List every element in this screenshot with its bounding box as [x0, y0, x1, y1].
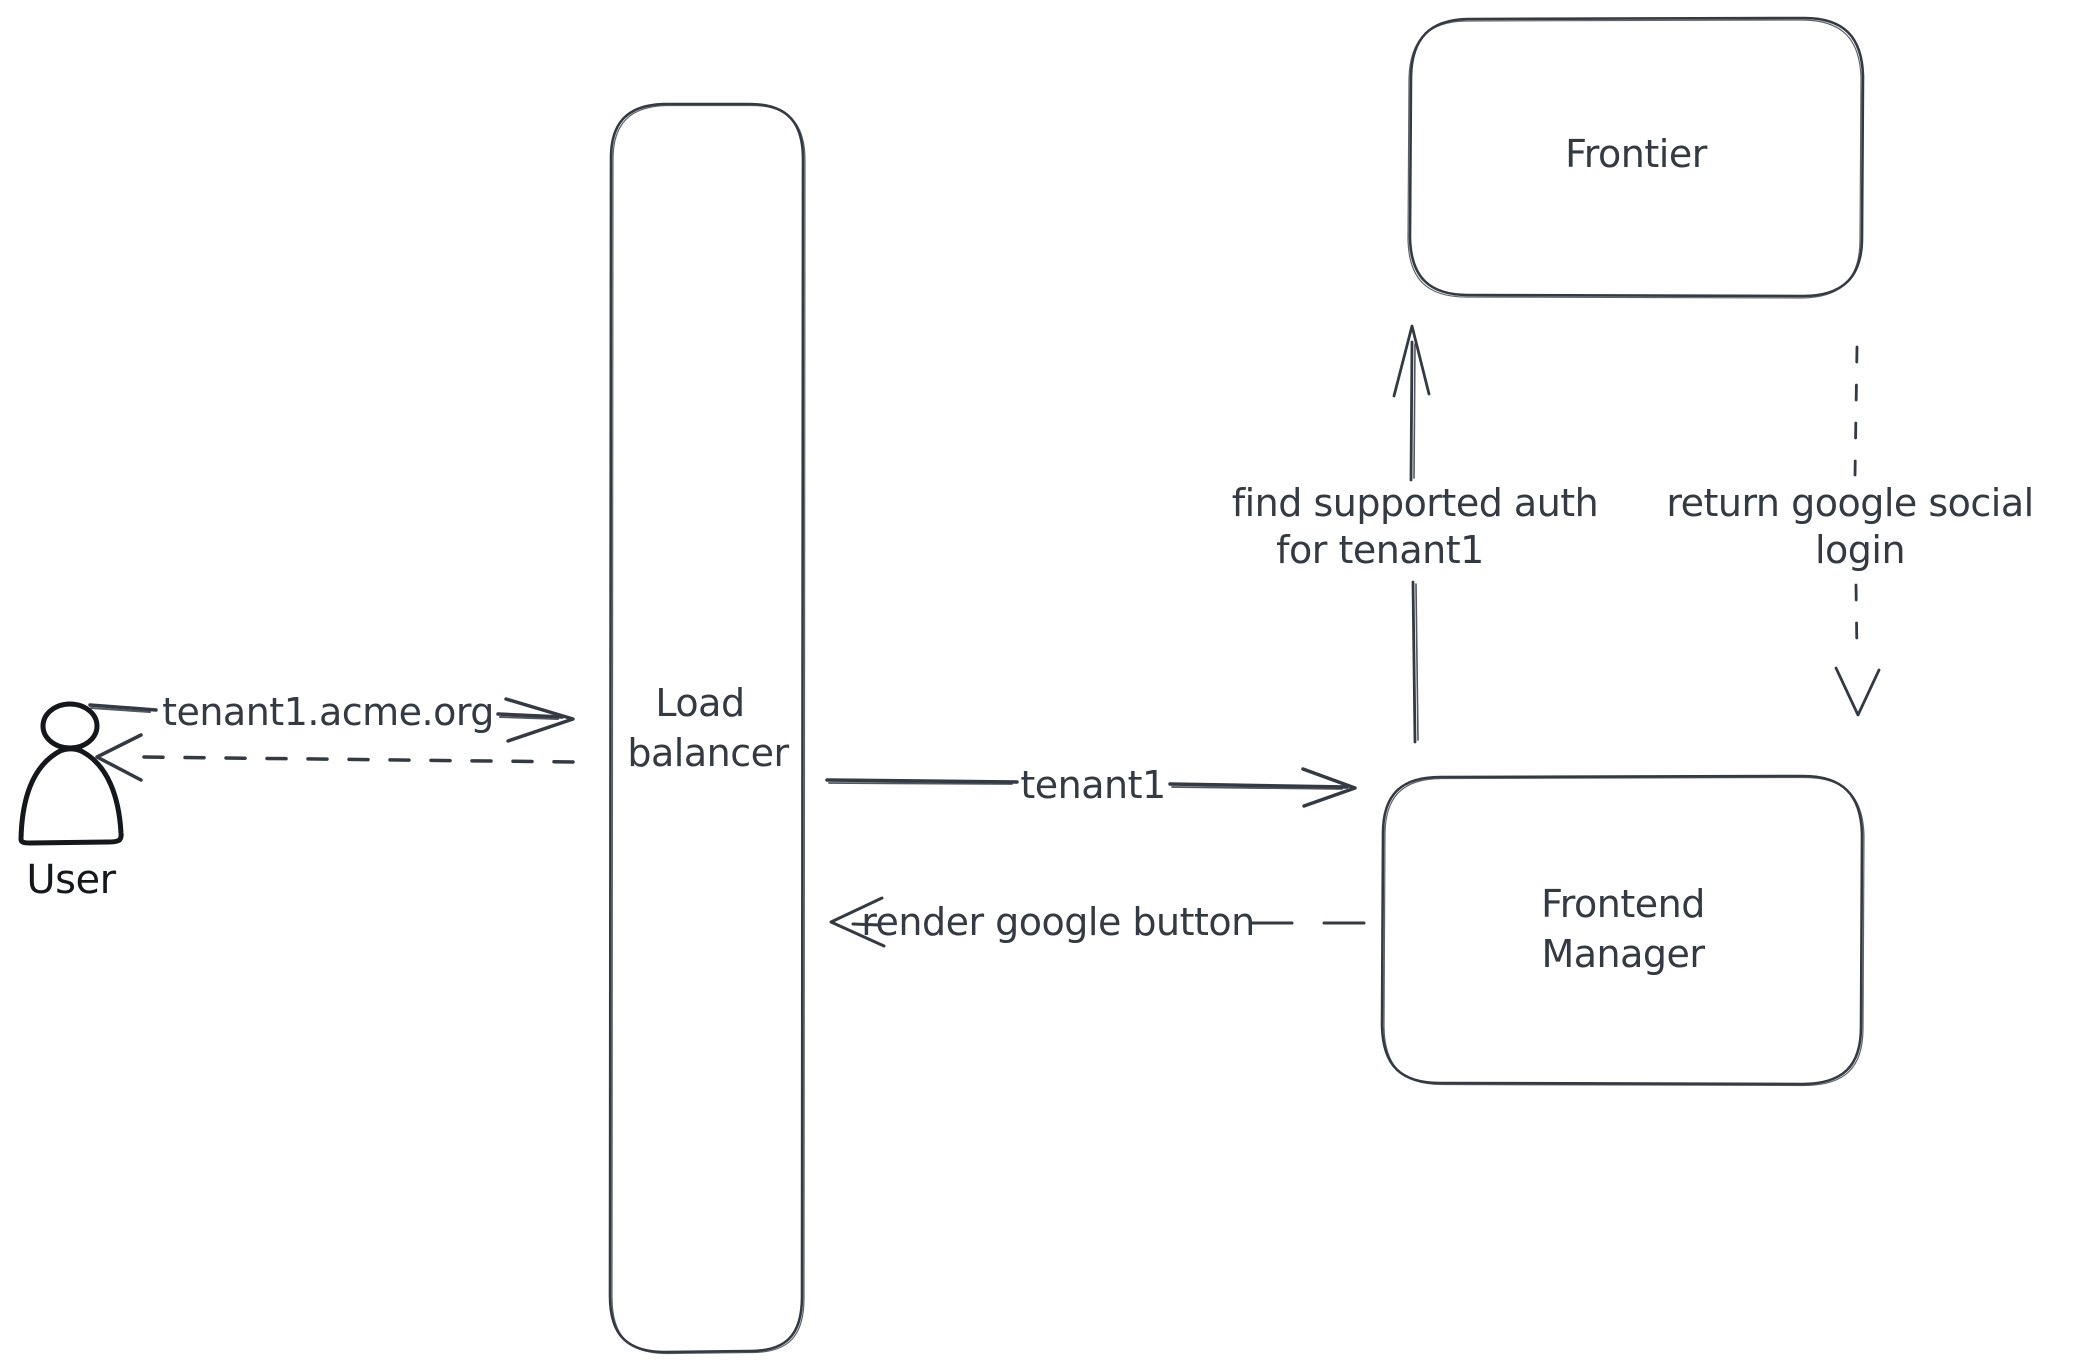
node-frontend-manager: Frontend Manager: [1380, 774, 1865, 1087]
edge-lb-to-fm-label: tenant1: [1020, 763, 1165, 807]
load-balancer-label-line2: balancer: [627, 731, 789, 775]
user-person-head: [40, 701, 100, 751]
edge-user-to-lb-arrowhead: [504, 697, 575, 743]
edge-user-to-load-balancer: tenant1.acme.org: [88, 690, 575, 743]
edge-load-balancer-to-frontend-manager: tenant1: [825, 763, 1357, 808]
user-person-body: [18, 746, 124, 846]
edge-user-to-lb-shaft-left: [88, 703, 158, 712]
edge-lb-to-fm-arrowhead: [1301, 767, 1357, 808]
edge-frontier-to-fm-shaft-lower: [1854, 583, 1859, 657]
frontend-manager-box: [1380, 774, 1864, 1086]
edge-user-to-lb-shaft-left-sketch: [90, 707, 151, 713]
edge-user-to-lb-shaft-right-sketch: [499, 716, 559, 720]
edge-lb-to-fm-shaft-right: [1168, 782, 1349, 789]
edge-frontier-to-fm-arrowhead: [1834, 666, 1881, 717]
edge-lb-to-user-arrowhead: [95, 733, 143, 782]
edge-fm-to-frontier-label-line2: for tenant1: [1276, 528, 1484, 572]
edge-fm-to-frontier-shaft-upper: [1409, 340, 1414, 482]
edge-lb-to-fm-shaft-left-sketch: [828, 782, 1013, 785]
edge-fm-to-frontier-shaft-lower-sketch: [1415, 583, 1419, 741]
edge-fm-to-lb-arrowhead: [829, 896, 886, 948]
edge-fm-to-frontier-label-line1: find supported auth: [1232, 481, 1599, 525]
edge-frontend-manager-to-frontier: find supported auth for tenant1: [1232, 324, 1599, 744]
edge-user-to-lb-shaft-right: [496, 712, 564, 719]
node-user: User: [18, 701, 124, 903]
edge-frontier-to-frontend-manager: return google social login: [1666, 345, 2034, 717]
edge-user-to-lb-label: tenant1.acme.org: [162, 690, 494, 734]
edge-frontier-to-fm-shaft-upper: [1853, 345, 1859, 477]
edge-lb-to-fm-shaft-right-sketch: [1171, 786, 1343, 790]
edge-lb-to-user-shaft: [140, 755, 575, 764]
frontend-manager-label-line2: Manager: [1541, 932, 1705, 976]
user-label: User: [26, 857, 116, 903]
edge-fm-to-lb-dash-lead: [851, 922, 882, 927]
edge-lb-to-fm-shaft-left: [825, 778, 1019, 784]
frontier-label: Frontier: [1565, 132, 1708, 176]
edge-load-balancer-to-user: [95, 733, 575, 782]
edge-frontier-to-fm-label-line2: login: [1815, 528, 1905, 572]
edge-frontend-manager-to-load-balancer: render google button: [829, 896, 1370, 948]
load-balancer-box: [608, 102, 805, 1354]
node-load-balancer: Load balancer: [608, 102, 806, 1355]
edge-fm-to-frontier-shaft-lower: [1411, 580, 1417, 744]
edge-fm-to-frontier-shaft-upper-sketch: [1413, 343, 1416, 479]
edge-fm-to-lb-label: render google button: [861, 900, 1255, 944]
frontend-manager-label-line1: Frontend: [1541, 882, 1705, 926]
node-frontier: Frontier: [1407, 16, 1865, 299]
load-balancer-label-line1: Load: [655, 681, 744, 725]
edge-fm-to-frontier-arrowhead: [1392, 324, 1431, 398]
edge-frontier-to-fm-label-line1: return google social: [1666, 481, 2033, 525]
